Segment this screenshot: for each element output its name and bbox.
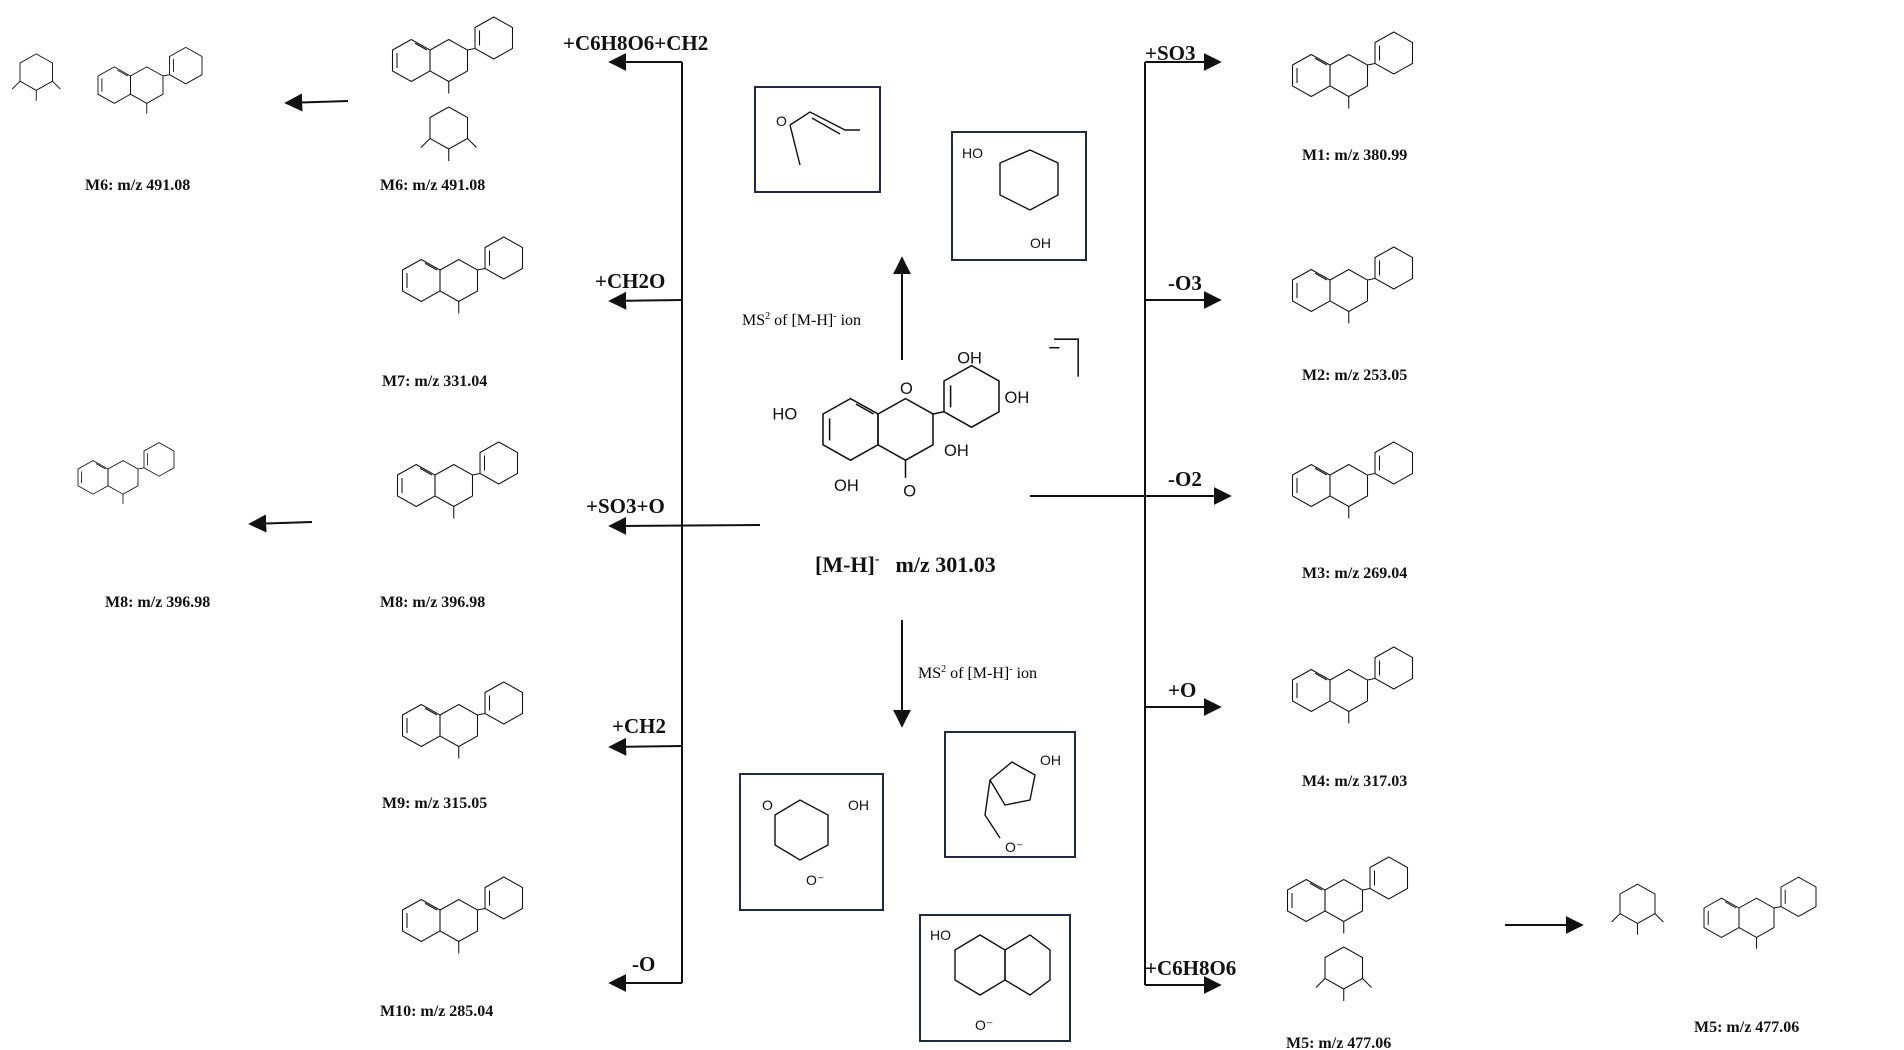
compound-label-m2: M2: m/z 253.05: [1302, 367, 1407, 384]
m1-structure: [1291, 31, 1414, 110]
svg-text:O: O: [776, 113, 787, 129]
fragment-box-4: OH O⁻: [944, 731, 1076, 858]
edge-label-left-2: +CH2O: [595, 269, 665, 293]
svg-text:O: O: [903, 483, 916, 501]
m6-structure: [391, 16, 514, 162]
compound-label-m1: M1: m/z 380.99: [1302, 147, 1407, 164]
compound-label-m3: M3: m/z 269.04: [1302, 565, 1407, 582]
fragment-box-1: O: [754, 86, 881, 193]
compound-label-m4: M4: m/z 317.03: [1302, 773, 1407, 790]
compound-label-m5: M5: m/z 477.06: [1286, 1035, 1391, 1050]
svg-text:O: O: [762, 797, 773, 813]
edge-label-right-4: +O: [1168, 678, 1196, 702]
svg-text:O⁻: O⁻: [975, 1017, 993, 1033]
svg-text:HO: HO: [772, 406, 797, 424]
compound-label-m7: M7: m/z 331.04: [382, 373, 487, 390]
compound-label-m9: M9: m/z 315.05: [382, 795, 487, 812]
edge-label-right-3: -O2: [1168, 467, 1202, 491]
edge-label-left-4: +CH2: [612, 714, 666, 738]
edge-label-right-1: +SO3: [1145, 41, 1195, 65]
svg-text:O⁻: O⁻: [1005, 839, 1023, 855]
compound-label-m10: M10: m/z 285.04: [380, 1003, 493, 1020]
m5-far-structure: [1611, 876, 1817, 950]
compound-label-m5-far: M5: m/z 477.06: [1694, 1019, 1799, 1036]
svg-text:O: O: [900, 380, 913, 398]
fragment-box-3: O OH O⁻: [739, 773, 884, 911]
left-branch-arrows: [248, 53, 683, 992]
m4-structure: [1291, 646, 1414, 725]
svg-text:OH: OH: [848, 797, 869, 813]
svg-text:OH: OH: [1040, 752, 1061, 768]
ms2-label-up: MS2 of [M-H]- ion: [742, 311, 861, 329]
edge-label-right-5: +C6H8O6: [1145, 956, 1236, 980]
compound-label-m6-far: M6: m/z 491.08: [85, 177, 190, 194]
compound-label-m8: M8: m/z 396.98: [380, 594, 485, 611]
m10-structure: [401, 876, 524, 955]
svg-text:OH: OH: [944, 442, 969, 460]
edge-label-right-2: -O3: [1168, 271, 1202, 295]
m2-structure: [1291, 246, 1414, 325]
svg-text:OH: OH: [834, 477, 859, 495]
compound-label-m6: M6: m/z 491.08: [380, 177, 485, 194]
svg-text:HO: HO: [962, 145, 983, 161]
center-label: [M-H]-m/z 301.03: [815, 552, 996, 577]
svg-text:OH: OH: [957, 349, 982, 367]
ms2-label-down: MS2 of [M-H]- ion: [918, 664, 1037, 682]
svg-text:O⁻: O⁻: [806, 872, 824, 888]
edge-label-left-1: +C6H8O6+CH2: [563, 31, 708, 55]
edge-label-left-5: -O: [632, 952, 655, 976]
m7-structure: [401, 236, 524, 315]
svg-text:HO: HO: [930, 927, 951, 943]
fragment-box-5: HO O⁻: [919, 914, 1071, 1042]
m9-structure: [401, 681, 524, 760]
fragment-box-2: HO OH: [951, 131, 1087, 261]
compound-label-m8-far: M8: m/z 396.98: [105, 594, 210, 611]
m6-far-structure: [11, 46, 203, 115]
svg-text:OH: OH: [1030, 235, 1051, 251]
svg-text:OH: OH: [1005, 389, 1030, 407]
m8-structure: [396, 441, 519, 520]
edge-label-left-3: +SO3+O: [586, 494, 665, 518]
m8-far-structure: [77, 442, 175, 505]
m3-structure: [1291, 441, 1414, 520]
center-molecule: HO OH O OH O OH OH: [772, 338, 1079, 501]
left-trunk: [608, 62, 761, 983]
m5-structure: [1286, 856, 1409, 1002]
center-charge: −: [1048, 335, 1061, 360]
right-trunk: [1030, 62, 1232, 985]
right-branch-arrows: [1145, 53, 1584, 994]
